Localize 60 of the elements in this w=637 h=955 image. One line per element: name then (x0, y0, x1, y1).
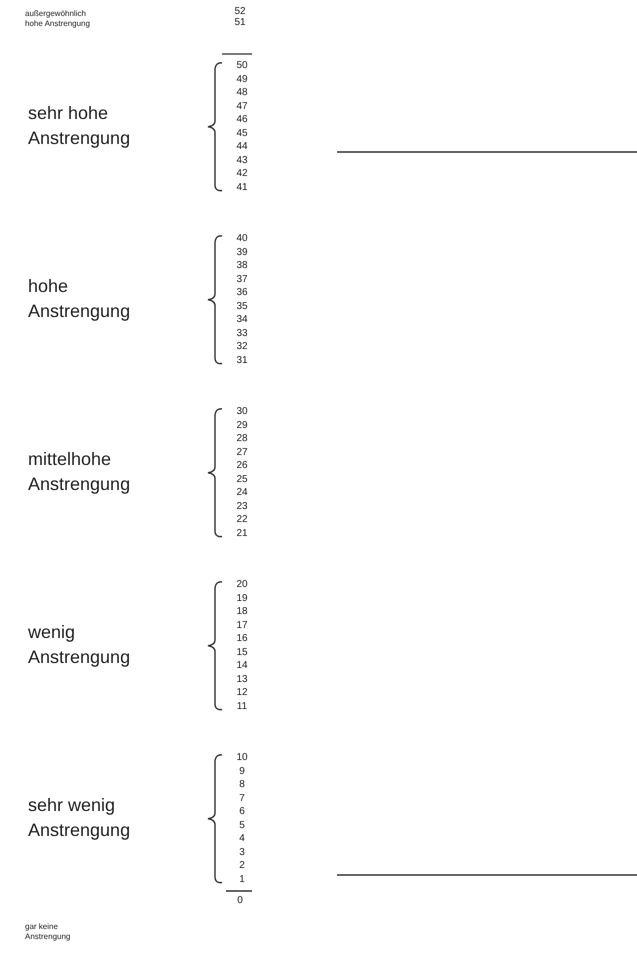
scale-number: 0 (236, 895, 244, 906)
category-label: mittelhohe Anstrengung (28, 448, 132, 496)
scale-number: 29 (235, 420, 249, 430)
scale-number: 11 (236, 700, 248, 712)
category-label: wenig Anstrengung (28, 621, 132, 669)
scale-number: 16 (235, 633, 249, 644)
scale-number: 33 (235, 328, 249, 338)
scale-number: 4 (238, 833, 246, 844)
scale-number: 8 (238, 779, 246, 790)
scale-number: 48 (235, 87, 249, 98)
scale-number: 19 (235, 592, 249, 604)
scale-number: 22 (235, 514, 249, 525)
category-label: sehr hohe Anstrengung (28, 102, 132, 150)
scale-number: 21 (235, 528, 249, 538)
scale-number: 5 (238, 820, 246, 830)
scale-number: 15 (235, 646, 249, 658)
scale-number: 18 (235, 606, 249, 617)
scale-number: 43 (235, 154, 249, 166)
scale-number: 7 (238, 792, 246, 804)
scale-number: 46 (235, 114, 249, 125)
scale-number: 2 (238, 860, 246, 871)
scale-number: 1 (238, 874, 246, 884)
scale-number: 36 (235, 287, 249, 298)
scale-number: 34 (235, 314, 249, 325)
scale-number: 35 (235, 300, 249, 312)
scale-number: 40 (235, 233, 249, 244)
scale-number: 9 (238, 766, 246, 776)
scale-label: außergewöhnlich hohe Anstrengung (25, 9, 91, 29)
scale-number: 10 (235, 752, 249, 763)
category-label: hohe Anstrengung (28, 275, 132, 323)
scale-number: 25 (235, 474, 249, 484)
scale-number: 44 (235, 141, 249, 152)
scale-number: 37 (235, 274, 249, 284)
scale-number: 31 (235, 354, 249, 366)
scale-number: 51 (233, 17, 247, 28)
scale-number: 38 (235, 260, 249, 271)
scale-number: 49 (235, 74, 249, 84)
scale-number: 32 (235, 341, 249, 352)
scale-number: 41 (235, 182, 249, 192)
scale-number: 24 (235, 487, 249, 498)
scale-number: 30 (235, 406, 249, 417)
scale-number: 39 (235, 246, 249, 258)
scale-number: 52 (233, 6, 247, 17)
scale-number: 27 (235, 446, 249, 458)
scale-number: 3 (238, 846, 246, 858)
scale-number: 26 (235, 460, 249, 471)
scale-number: 17 (235, 620, 249, 630)
scale-number: 20 (235, 579, 249, 590)
scale-number: 47 (235, 100, 249, 112)
scale-number: 23 (235, 500, 249, 512)
scale-number: 50 (235, 60, 249, 71)
scale-number: 12 (235, 687, 249, 698)
category-label: sehr wenig Anstrengung (28, 794, 132, 842)
scale-number: 14 (235, 660, 249, 671)
scale-number: 13 (235, 674, 249, 684)
scale-label: gar keine Anstrengung (25, 922, 72, 942)
scale-number: 45 (235, 128, 249, 138)
scale-number: 6 (238, 806, 246, 817)
scale-number: 42 (235, 168, 249, 179)
scale-number: 28 (235, 433, 249, 444)
